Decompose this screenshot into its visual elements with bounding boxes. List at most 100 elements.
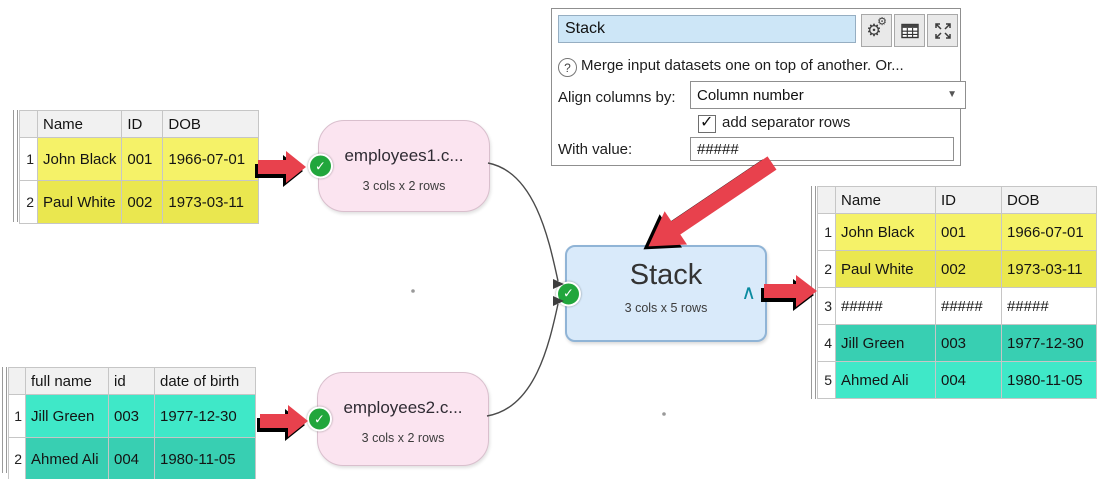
align-columns-label: Align columns by: [558,89,676,106]
table-row: 1 Jill Green 003 1977-12-30 [8,394,256,438]
status-ok-icon [308,153,333,179]
row-number: 3 [817,287,836,325]
corner-cell [8,367,26,395]
cell-name: Jill Green [835,324,936,362]
table-row: 2 Paul White 002 1973-03-11 [19,180,260,224]
cell-name: Paul White [835,250,936,288]
table-view-button[interactable] [894,14,925,47]
column-header: DOB [1001,186,1097,214]
node-title: employees2.c... [343,398,463,417]
node-title: employees1.c... [344,146,464,165]
table-row: 1 John Black 001 1966-07-01 [19,137,260,181]
node-dimensions: 3 cols x 2 rows [362,179,446,193]
cell-id: 001 [121,137,164,181]
column-header: full name [25,367,109,395]
table-row: 1 John Black 001 1966-07-01 [817,213,1097,251]
link-employees1-to-stack [487,162,564,289]
source1-table: Name ID DOB 1 John Black 001 1966-07-01 … [19,110,260,224]
cell-id: 001 [935,213,1002,251]
table-icon [900,23,919,38]
add-separator-rows-label: add separator rows [722,114,851,131]
row-number: 1 [19,137,38,181]
transform-description: Merge input datasets one on top of anoth… [581,57,904,74]
cell-name: John Black [36,137,123,181]
canvas-dot [662,412,666,416]
table-row: 2 Ahmed Ali 004 1980-11-05 [8,437,256,479]
node-employees1[interactable]: employees1.c... 3 cols x 2 rows [308,120,490,212]
collapse-caret-icon[interactable] [741,283,756,303]
help-icon[interactable]: ? [558,58,577,77]
node-dimensions: 3 cols x 5 rows [624,301,708,315]
node-title: Stack [629,259,703,291]
cell-dob: 1977-12-30 [1001,324,1097,362]
column-header: date of birth [154,367,256,395]
column-header: DOB [162,110,260,138]
gear-icon: ⚙ [877,16,887,28]
chevron-down-icon: ▼ [947,89,957,100]
arrow-stack-to-output [761,275,817,311]
cell-id: 003 [935,324,1002,362]
cell-dob: 1973-03-11 [162,180,260,224]
node-dimensions: 3 cols x 2 rows [361,431,445,445]
cell-dob: 1977-12-30 [154,394,256,438]
cell-dob: 1973-03-11 [1001,250,1097,288]
table-row-separator: 3 ##### ##### ##### [817,287,1097,325]
expand-button[interactable] [927,14,958,47]
link-employees2-to-stack [486,296,564,417]
column-header: Name [36,110,123,138]
transform-name-input[interactable] [558,15,856,43]
cell-name: Ahmed Ali [25,437,109,479]
column-header: Name [835,186,936,214]
cell-id: ##### [935,287,1002,325]
cell-dob: 1966-07-01 [162,137,260,181]
cell-id: 002 [935,250,1002,288]
status-ok-icon [307,406,332,432]
cell-name: Paul White [36,180,123,224]
cell-dob: 1980-11-05 [154,437,256,479]
table-row: 2 Paul White 002 1973-03-11 [817,250,1097,288]
cell-name: Ahmed Ali [835,361,936,399]
row-number: 1 [8,394,26,438]
column-header: id [108,367,155,395]
cell-dob: ##### [1001,287,1097,325]
arrow-source1-to-node [255,151,306,187]
cell-name: Jill Green [25,394,109,438]
window-edge-line [2,367,7,473]
row-number: 2 [19,180,38,224]
settings-button[interactable]: ⚙ ⚙ [861,14,892,47]
cell-dob: 1966-07-01 [1001,213,1097,251]
table-row: 4 Jill Green 003 1977-12-30 [817,324,1097,362]
status-ok-icon [556,281,581,306]
cell-id: 004 [108,437,155,479]
output-table: Name ID DOB 1 John Black 001 1966-07-01 … [817,186,1097,399]
row-number: 4 [817,324,836,362]
add-separator-rows-checkbox[interactable] [698,112,716,133]
cell-id: 002 [121,180,164,224]
corner-cell [817,186,836,214]
expand-icon [934,22,951,39]
stack-settings-panel: ⚙ ⚙ ? Merge input datasets one on top of… [551,8,966,166]
gear-icon: ⚙ [866,21,882,40]
with-value-input[interactable] [690,137,954,161]
cell-name: John Black [835,213,936,251]
with-value-label: With value: [558,141,633,158]
align-columns-value: Column number [697,86,804,104]
cell-name: ##### [835,287,936,325]
cell-dob: 1980-11-05 [1001,361,1097,399]
row-number: 2 [8,437,26,479]
column-header: ID [935,186,1002,214]
column-header: ID [121,110,164,138]
cell-id: 003 [108,394,155,438]
row-number: 5 [817,361,836,399]
corner-cell [19,110,38,138]
window-edge-line [811,186,816,399]
table-row: 5 Ahmed Ali 004 1980-11-05 [817,361,1097,399]
row-number: 2 [817,250,836,288]
node-stack[interactable]: Stack 3 cols x 5 rows [556,245,767,342]
node-employees2[interactable]: employees2.c... 3 cols x 2 rows [307,372,489,466]
align-columns-select[interactable]: Column number ▼ [690,81,966,109]
window-edge-line [13,110,18,222]
source2-table: full name id date of birth 1 Jill Green … [8,367,256,479]
cell-id: 004 [935,361,1002,399]
